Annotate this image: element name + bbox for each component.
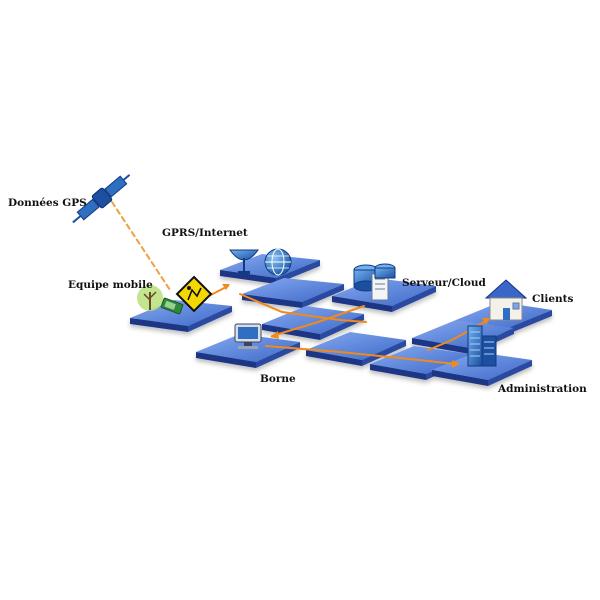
tile-equipe-mobile bbox=[130, 300, 232, 332]
construction-sign-icon bbox=[175, 275, 213, 313]
label-server: Serveur/Cloud bbox=[402, 277, 487, 289]
label-clients: Clients bbox=[532, 293, 573, 305]
tree-icon bbox=[137, 285, 163, 311]
label-gps: Données GPS bbox=[8, 197, 87, 209]
arrowhead-admin bbox=[452, 360, 460, 368]
gprs-to-server-line bbox=[239, 293, 367, 323]
label-gprs: GPRS/Internet bbox=[162, 227, 248, 239]
satellite-icon bbox=[72, 174, 131, 224]
arrowhead-borne bbox=[270, 331, 279, 339]
arrowhead-clients bbox=[482, 318, 490, 325]
admin-to-clients-line bbox=[427, 319, 489, 351]
arrowhead-gprs bbox=[222, 284, 230, 290]
server-icon bbox=[353, 263, 396, 301]
borne-to-admin-line bbox=[265, 345, 457, 365]
label-administration: Administration bbox=[497, 383, 587, 395]
diagram-labels: Données GPS GPRS/Internet Equipe mobile … bbox=[8, 197, 587, 395]
label-mobile: Equipe mobile bbox=[68, 279, 153, 291]
house-icon bbox=[484, 279, 528, 321]
tile-link-1 bbox=[242, 278, 344, 308]
gps-link-line bbox=[111, 201, 171, 291]
server-to-borne-line bbox=[271, 305, 365, 337]
label-borne: Borne bbox=[260, 373, 296, 385]
mobile-device-icon bbox=[160, 297, 184, 315]
office-building-icon bbox=[467, 325, 497, 367]
computer-icon bbox=[234, 323, 262, 349]
globe-icon bbox=[264, 248, 292, 276]
tile-link-3 bbox=[306, 332, 406, 366]
antenna-dish-icon bbox=[229, 249, 259, 274]
